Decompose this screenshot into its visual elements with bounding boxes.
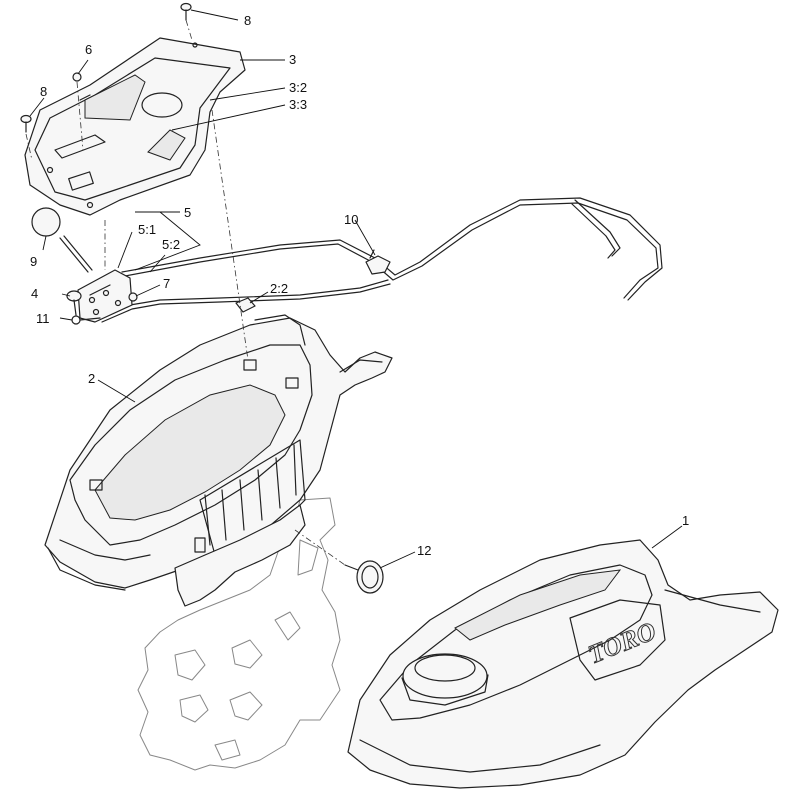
callout-9: 9 [30, 254, 37, 269]
lever-knob-part [31, 207, 61, 237]
top-cover-panel-part [24, 37, 246, 216]
assembly-lines [25, 19, 346, 566]
callout-6: 6 [85, 42, 92, 57]
plug-part [72, 72, 82, 82]
callout-3-3: 3:3 [289, 97, 307, 112]
callout-11: 11 [36, 311, 50, 326]
cable-clip-part [365, 249, 391, 275]
bolt-part [20, 2, 192, 133]
nut-clip-part [235, 297, 256, 313]
lever-bracket-assembly-part [59, 235, 133, 323]
grommet-ring-part [344, 560, 384, 594]
callout-5-1: 5:1 [138, 222, 156, 237]
callout-2-2: 2:2 [270, 281, 288, 296]
callout-2: 2 [88, 371, 95, 386]
pivot-bolt-part [66, 290, 82, 316]
callout-3: 3 [289, 52, 296, 67]
callout-labels: 1 2 2:2 3 3:2 3:3 4 5 5:1 5:2 6 7 8 8 9 … [30, 13, 689, 558]
ghost-chassis-plate [137, 497, 341, 771]
callout-4: 4 [31, 286, 38, 301]
callout-3-2: 3:2 [289, 80, 307, 95]
callout-5: 5 [184, 205, 191, 220]
callout-8-top: 8 [244, 13, 251, 28]
callout-8-left: 8 [40, 84, 47, 99]
outer-cover-part: TORO [347, 539, 779, 789]
callout-7: 7 [163, 276, 170, 291]
callout-12: 12 [417, 543, 431, 558]
callout-1: 1 [682, 513, 689, 528]
callout-5-2: 5:2 [162, 237, 180, 252]
leader-lines [29, 9, 683, 569]
housing-shell-part [44, 314, 393, 607]
screw-part [128, 292, 138, 302]
callout-10: 10 [344, 212, 358, 227]
